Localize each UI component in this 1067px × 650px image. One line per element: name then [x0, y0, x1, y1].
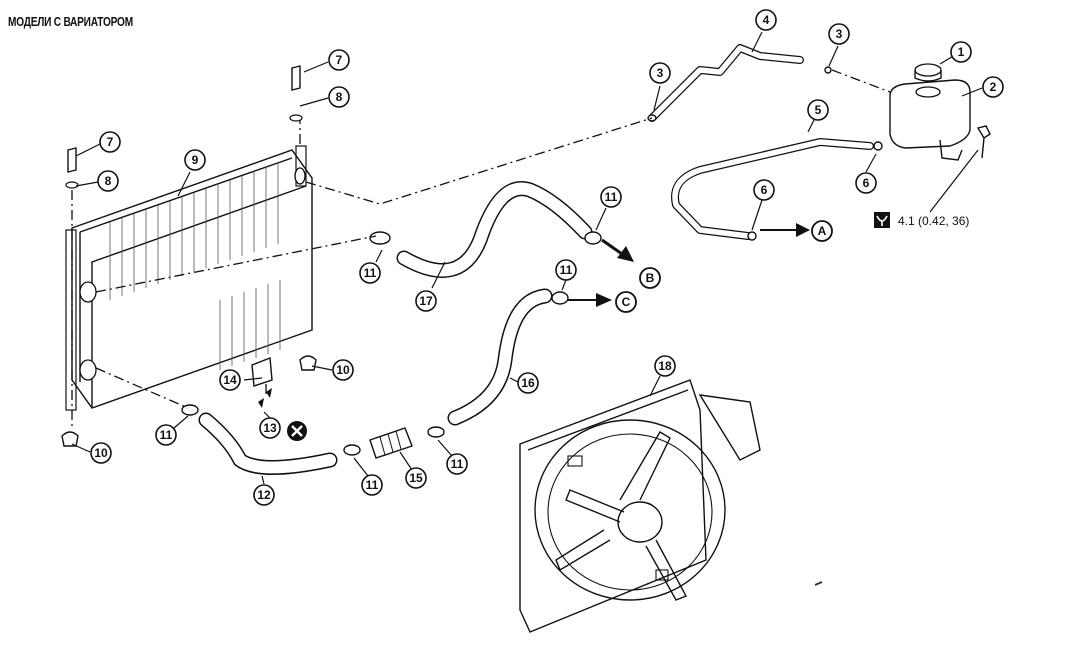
hoses [198, 44, 874, 475]
callout-10a: 10 [332, 359, 354, 381]
torque-wrench-icon [874, 212, 890, 228]
svg-text:13: 13 [263, 421, 277, 435]
svg-text:16: 16 [521, 376, 535, 390]
callout-18: 18 [654, 355, 676, 377]
svg-text:6: 6 [761, 183, 768, 197]
callout-6a: 6 [855, 172, 877, 194]
svg-text:7: 7 [336, 53, 343, 67]
connection-lines [71, 69, 891, 430]
callout-12: 12 [253, 484, 275, 506]
callout-13: 13 [259, 417, 281, 439]
svg-text:3: 3 [657, 66, 664, 80]
connection-letter-b: B [639, 267, 661, 289]
svg-text:11: 11 [451, 457, 464, 471]
callout-11f: 11 [446, 453, 468, 475]
callout-7a: 7 [328, 49, 350, 71]
mount-brackets [61, 65, 317, 447]
callout-11e: 11 [361, 474, 383, 496]
svg-text:3: 3 [836, 27, 843, 41]
svg-text:11: 11 [364, 266, 377, 280]
svg-text:14: 14 [223, 373, 237, 387]
diagram-heading: МОДЕЛИ С ВАРИАТОРОМ [8, 14, 133, 29]
svg-text:5: 5 [815, 103, 822, 117]
svg-text:10: 10 [336, 363, 350, 377]
callout-3b: 3 [828, 23, 850, 45]
svg-text:10: 10 [94, 446, 108, 460]
callout-8a: 8 [328, 86, 350, 108]
callout-11c: 11 [555, 259, 577, 281]
svg-text:11: 11 [160, 428, 173, 442]
callout-10b: 10 [90, 442, 112, 464]
fan-shroud [519, 379, 761, 633]
callout-4: 4 [755, 9, 777, 31]
callout-1: 1 [950, 41, 972, 63]
svg-text:15: 15 [409, 471, 423, 485]
svg-text:C: C [622, 295, 631, 309]
svg-text:6: 6 [863, 176, 870, 190]
callout-11b: 11 [600, 186, 622, 208]
svg-text:2: 2 [990, 80, 997, 94]
svg-text:17: 17 [419, 294, 433, 308]
callout-16: 16 [517, 372, 539, 394]
callout-3a: 3 [649, 62, 671, 84]
svg-text:12: 12 [257, 488, 271, 502]
svg-text:11: 11 [366, 478, 379, 492]
svg-text:8: 8 [336, 90, 343, 104]
svg-text:18: 18 [658, 359, 672, 373]
reservoir-tank [889, 63, 991, 161]
svg-text:1: 1 [958, 45, 965, 59]
connection-letter-c: C [615, 291, 637, 313]
svg-text:4: 4 [763, 13, 770, 27]
callout-11a: 11 [359, 262, 381, 284]
svg-text:9: 9 [192, 153, 199, 167]
callout-7b: 7 [99, 131, 121, 153]
callout-5: 5 [807, 99, 829, 121]
torque-spec-label: 4.1 (0.42, 36) [898, 214, 969, 228]
callout-17: 17 [415, 290, 437, 312]
callout-6b: 6 [753, 179, 775, 201]
svg-text:11: 11 [560, 263, 573, 277]
clip-13 [258, 388, 272, 408]
callout-14: 14 [219, 369, 241, 391]
callout-8b: 8 [97, 170, 119, 192]
svg-text:8: 8 [105, 174, 112, 188]
leader-lines [71, 31, 983, 485]
direction-arrow-icon [568, 223, 810, 307]
callout-15: 15 [405, 467, 427, 489]
callout-2: 2 [982, 76, 1004, 98]
svg-text:B: B [646, 271, 655, 285]
hose-clamps [181, 66, 883, 456]
radiator [65, 145, 313, 411]
svg-text:11: 11 [605, 190, 618, 204]
callout-9: 9 [184, 149, 206, 171]
do-not-reuse-x-icon [287, 421, 307, 441]
svg-text:7: 7 [107, 135, 114, 149]
connection-letter-a: A [811, 220, 833, 242]
svg-text:A: A [818, 224, 827, 238]
callout-11d: 11 [155, 424, 177, 446]
